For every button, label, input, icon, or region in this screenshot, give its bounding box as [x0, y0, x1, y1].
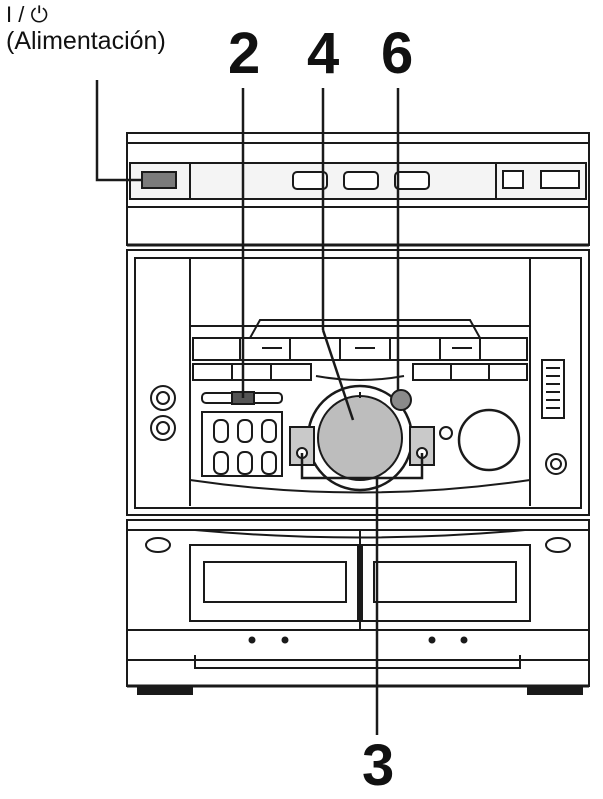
power-symbol: I / ⏻	[6, 2, 48, 27]
leader-power	[95, 80, 142, 182]
eq-knob-1[interactable]	[213, 419, 229, 443]
cassette-window-a	[189, 544, 359, 622]
headphone-jack	[150, 385, 176, 411]
eject-button-a[interactable]	[145, 537, 171, 553]
top-button-4[interactable]	[502, 170, 524, 189]
eject-button-b[interactable]	[545, 537, 571, 553]
jog-dial[interactable]	[317, 395, 403, 481]
eq-knob-4[interactable]	[213, 451, 229, 475]
mic-jack-inner	[156, 421, 170, 435]
cassette-window-b	[361, 544, 531, 622]
side-display	[541, 359, 565, 419]
top-button-5[interactable]	[540, 170, 580, 189]
headphone-jack-inner	[156, 391, 170, 405]
eq-knob-3[interactable]	[261, 419, 277, 443]
leader-lines	[95, 80, 424, 735]
callout-2: 2	[228, 21, 261, 86]
power-led-button[interactable]	[439, 426, 453, 440]
eq-knob-2[interactable]	[237, 419, 253, 443]
callout-4: 4	[307, 21, 340, 86]
eq-knob-6[interactable]	[261, 451, 277, 475]
cassette-unit	[126, 519, 590, 688]
callout-6: 6	[381, 21, 414, 86]
top-button-1[interactable]	[292, 171, 328, 190]
callout-3: 3	[362, 733, 395, 798]
leader-3-bracket	[300, 453, 424, 480]
volume-knob[interactable]	[457, 408, 521, 472]
power-name: (Alimentación)	[6, 27, 166, 55]
button-row	[192, 363, 528, 381]
small-knob[interactable]	[390, 389, 412, 411]
top-button-3[interactable]	[394, 171, 430, 190]
foot-right	[527, 685, 583, 695]
power-label: I / ⏻ (Alimentación)	[6, 2, 166, 54]
equalizer-section	[201, 391, 283, 477]
leader-4-to-dial	[321, 329, 355, 421]
aux-jack	[545, 453, 567, 475]
power-button[interactable]	[141, 171, 177, 189]
mic-jack	[150, 415, 176, 441]
top-button-2[interactable]	[343, 171, 379, 190]
disc-tray-row	[192, 319, 528, 361]
foot-left	[137, 685, 193, 695]
eq-knob-5[interactable]	[237, 451, 253, 475]
